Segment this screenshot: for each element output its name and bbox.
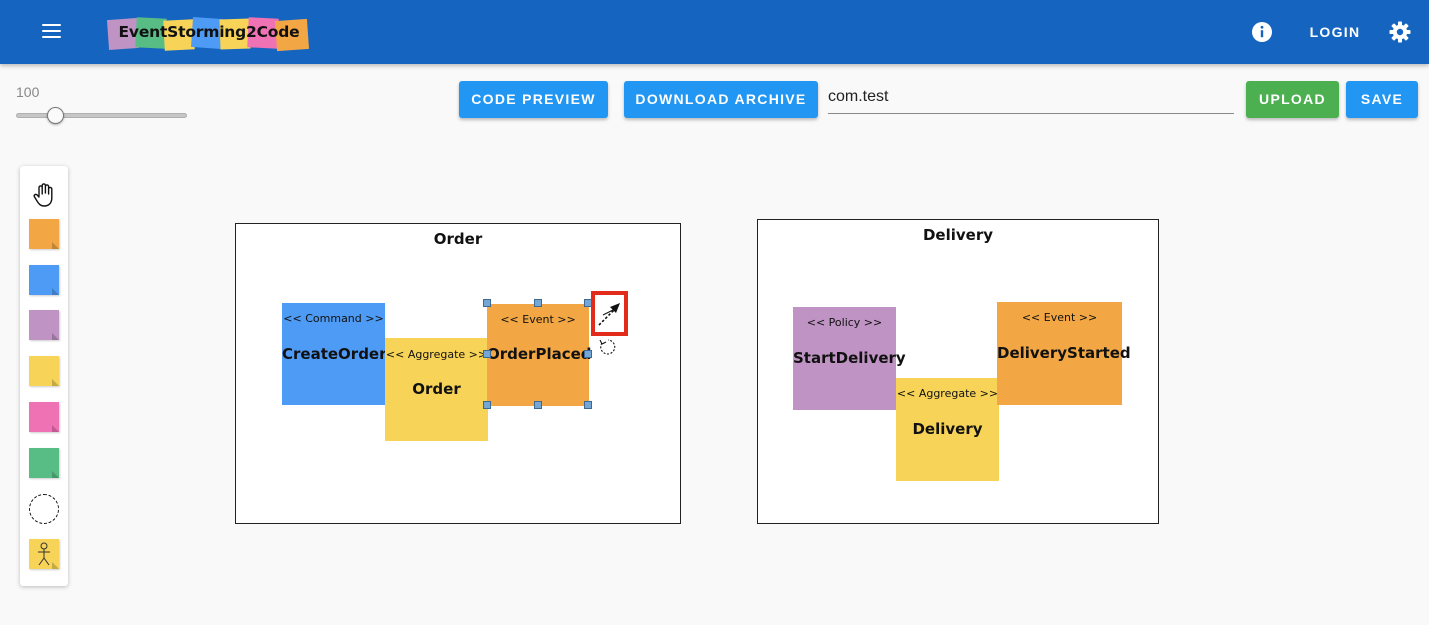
zoom-value: 100 <box>16 84 40 100</box>
logo-sticky-notes <box>106 16 310 52</box>
download-archive-button[interactable]: DOWNLOAD ARCHIVE <box>624 81 818 118</box>
sticky-stereotype: << Aggregate >> <box>896 387 999 400</box>
sticky-stereotype: << Event >> <box>500 313 576 326</box>
event-sticky-deliverystarted[interactable]: << Event >> DeliveryStarted <box>997 302 1131 405</box>
sticky-name: OrderPlaced <box>487 345 592 363</box>
gear-icon[interactable] <box>1388 20 1412 44</box>
sticky-name: DeliveryStarted <box>997 344 1131 362</box>
connect-arrow-icon <box>598 303 620 326</box>
app-bar: EventStorming2Code LOGIN <box>0 0 1429 64</box>
resize-handle-bottom-left[interactable] <box>483 401 491 409</box>
palette-actor[interactable] <box>29 539 59 569</box>
sticky-name: Delivery <box>912 420 983 438</box>
zoom-slider-thumb[interactable] <box>46 107 64 124</box>
sticky-name: CreateOrder <box>282 345 387 363</box>
resize-handle-bottom[interactable] <box>534 401 542 409</box>
resize-handle-left[interactable] <box>483 350 491 358</box>
palette-external-system[interactable] <box>29 402 59 432</box>
sticky-stereotype: << Policy >> <box>806 316 883 329</box>
login-button[interactable]: LOGIN <box>1309 24 1361 40</box>
save-button[interactable]: SAVE <box>1346 81 1418 118</box>
sticky-stereotype: << Aggregate >> <box>385 348 488 361</box>
policy-sticky-icon <box>29 310 59 340</box>
hand-tool[interactable] <box>29 179 59 209</box>
aggregate-sticky-order[interactable]: << Aggregate >> Order <box>385 338 488 441</box>
event-sticky-orderplaced[interactable]: << Event >> OrderPlaced <box>487 304 592 406</box>
upload-button[interactable]: UPLOAD <box>1246 81 1339 118</box>
event-sticky-icon <box>29 219 59 249</box>
info-icon[interactable] <box>1251 21 1273 43</box>
connect-arrow-button[interactable] <box>591 291 628 336</box>
package-name-input[interactable] <box>828 84 1234 114</box>
resize-handle-right[interactable] <box>584 350 592 358</box>
command-sticky-icon <box>29 265 59 295</box>
app-logo[interactable]: EventStorming2Code <box>106 13 312 53</box>
hand-tool-icon <box>33 183 53 207</box>
bounded-context-title: Delivery <box>922 226 994 244</box>
command-sticky-createorder[interactable]: << Command >> CreateOrder <box>282 303 387 405</box>
code-preview-button[interactable]: CODE PREVIEW <box>459 81 608 118</box>
resize-handle-top-left[interactable] <box>483 299 491 307</box>
actor-figure-icon <box>38 542 50 566</box>
policy-sticky-startdelivery[interactable]: << Policy >> StartDelivery <box>793 307 906 410</box>
palette-command[interactable] <box>29 265 59 295</box>
bounded-context-title: Order <box>433 230 483 248</box>
sticky-stereotype: << Event >> <box>1021 311 1098 324</box>
palette-policy[interactable] <box>29 310 59 340</box>
bounded-context-icon <box>29 494 59 524</box>
external-system-sticky-icon <box>29 402 59 432</box>
sticky-stereotype: << Command >> <box>283 312 384 325</box>
zoom-slider-track[interactable] <box>16 113 187 118</box>
palette-bounded-context[interactable] <box>29 494 59 524</box>
sticky-name: Order <box>412 380 461 398</box>
rotate-icon[interactable] <box>598 337 618 357</box>
aggregate-sticky-delivery[interactable]: << Aggregate >> Delivery <box>896 378 999 481</box>
sticky-name: StartDelivery <box>793 349 906 367</box>
palette-aggregate[interactable] <box>29 356 59 386</box>
logo-text: EventStorming2Code <box>118 23 300 41</box>
actor-sticky-icon <box>29 539 59 569</box>
menu-icon[interactable] <box>40 22 64 42</box>
resize-handle-bottom-right[interactable] <box>584 401 592 409</box>
palette-event[interactable] <box>29 219 59 249</box>
aggregate-sticky-icon <box>29 356 59 386</box>
sticky-palette <box>20 166 68 586</box>
resize-handle-top[interactable] <box>534 299 542 307</box>
read-model-sticky-icon <box>29 448 59 478</box>
palette-read-model[interactable] <box>29 448 59 478</box>
